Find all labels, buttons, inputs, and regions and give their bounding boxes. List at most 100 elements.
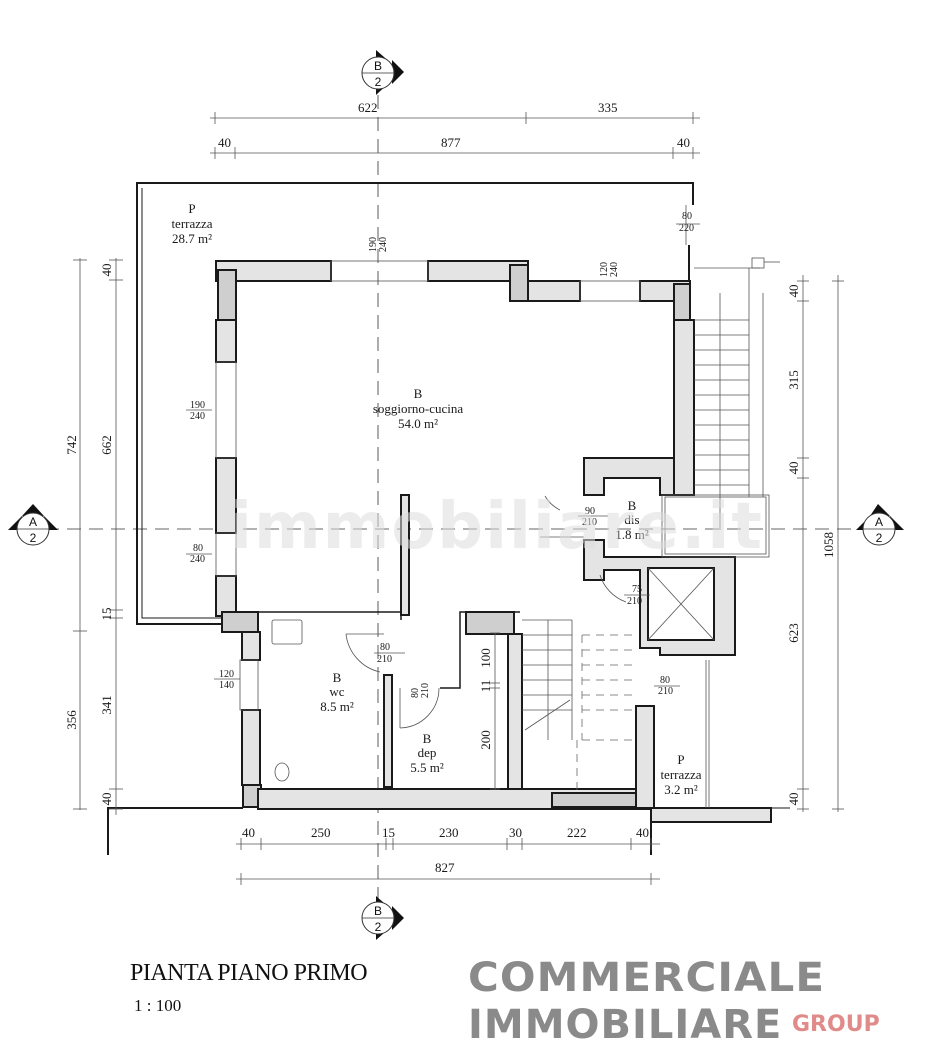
dep-dimensions: 100 11 200 (478, 632, 500, 790)
bottom-dimensions: 40 250 15 230 30 222 40 827 (236, 825, 660, 885)
svg-text:dis: dis (624, 512, 639, 527)
svg-text:2: 2 (30, 531, 37, 545)
dim-left-40-bottom: 40 (99, 793, 114, 806)
dim-right-40-mid: 40 (786, 462, 801, 475)
internal-stair (522, 619, 636, 795)
left-dimensions: 742 356 40 662 15 341 40 (64, 258, 123, 815)
opening-3-height: 220 (679, 223, 694, 234)
drawing-title: PIANTA PIANO PRIMO (130, 960, 368, 986)
room-dep: B dep 5.5 m² (410, 731, 444, 775)
svg-text:B: B (423, 731, 432, 746)
svg-text:28.7 m²: 28.7 m² (172, 231, 212, 246)
room-terrazza-small: P terrazza 3.2 m² (660, 752, 701, 797)
svg-text:B: B (374, 59, 382, 73)
section-marker-bottom: B 2 (361, 896, 404, 940)
room-soggiorno-cucina: B soggiorno-cucina 54.0 m² (373, 386, 463, 431)
dim-bottom-230: 230 (439, 825, 459, 840)
dim-bottom-40-right: 40 (636, 825, 649, 840)
svg-text:B: B (414, 386, 423, 401)
room-dis: B dis 1.8 m² (615, 498, 649, 542)
top-dimensions: 622 335 40 877 40 (210, 100, 700, 159)
svg-text:B: B (628, 498, 637, 513)
svg-text:1.8 m²: 1.8 m² (615, 527, 649, 542)
terrace-outline (136, 182, 694, 625)
dim-dep-100: 100 (478, 648, 493, 668)
opening-3-width: 80 (682, 211, 692, 222)
opening-9-width: 120 (219, 669, 234, 680)
dim-top-622: 622 (358, 100, 378, 115)
dim-bottom-827: 827 (435, 860, 455, 875)
svg-text:P: P (677, 752, 684, 767)
dim-left-40-top: 40 (99, 264, 114, 277)
opening-4-width: 190 (190, 400, 205, 411)
svg-text:8.5 m²: 8.5 m² (320, 699, 354, 714)
dim-top-335: 335 (598, 100, 618, 115)
walls (107, 260, 790, 855)
opening-6-height: 210 (582, 517, 597, 528)
dim-right-623: 623 (786, 623, 801, 643)
dim-right-40-bottom: 40 (786, 793, 801, 806)
svg-text:terrazza: terrazza (171, 216, 212, 231)
dim-right-1058: 1058 (821, 532, 836, 558)
dim-top-40-right: 40 (677, 135, 690, 150)
dim-dep-11: 11 (478, 680, 493, 693)
opening-1-height: 240 (378, 237, 389, 252)
drawing-scale: 1 : 100 (134, 996, 182, 1015)
svg-text:wc: wc (329, 684, 344, 699)
opening-7-width: 75 (632, 584, 642, 595)
opening-5-height: 240 (190, 554, 205, 565)
brand-logo-group: GROUP (792, 1012, 880, 1037)
svg-text:2: 2 (375, 75, 382, 89)
dim-bottom-15: 15 (382, 825, 395, 840)
section-marker-left: A 2 (8, 504, 58, 546)
dim-left-742: 742 (64, 435, 79, 455)
dim-bottom-250: 250 (311, 825, 331, 840)
svg-text:54.0 m²: 54.0 m² (398, 416, 438, 431)
bathroom-fixtures (271, 619, 303, 782)
dim-right-315: 315 (786, 370, 801, 390)
toilet-icon (274, 762, 290, 782)
door-swings (345, 495, 627, 729)
dim-top-877: 877 (441, 135, 461, 150)
opening-2-height: 240 (609, 262, 620, 277)
opening-11-width: 80 (410, 688, 421, 698)
opening-labels: 190 240 120 240 80 220 190 240 80 240 90… (186, 211, 700, 698)
dim-left-15: 15 (99, 608, 114, 621)
opening-1-width: 190 (368, 237, 379, 252)
opening-7-height: 210 (627, 596, 642, 607)
dim-dep-200: 200 (478, 730, 493, 750)
svg-text:dep: dep (418, 745, 437, 760)
svg-text:2: 2 (876, 531, 883, 545)
windows (215, 205, 687, 711)
external-stair (661, 257, 780, 558)
svg-text:A: A (875, 515, 883, 529)
svg-text:B: B (374, 904, 382, 918)
opening-6-width: 90 (585, 506, 595, 517)
section-marker-top: B 2 (361, 50, 404, 95)
svg-text:5.5 m²: 5.5 m² (410, 760, 444, 775)
room-terrazza-main: P terrazza 28.7 m² (171, 201, 212, 246)
watermark: immobiliare.it (230, 490, 764, 564)
opening-10-height: 210 (377, 654, 392, 665)
svg-text:B: B (333, 670, 342, 685)
section-marker-right: A 2 (856, 504, 904, 546)
sink-icon (271, 619, 303, 645)
room-wc: B wc 8.5 m² (320, 670, 354, 714)
brand-logo-line2: IMMOBILIARE (468, 1002, 783, 1048)
opening-8-height: 210 (658, 686, 673, 697)
opening-5-width: 80 (193, 543, 203, 554)
dim-left-341: 341 (99, 695, 114, 715)
dim-left-356: 356 (64, 710, 79, 730)
dim-left-662: 662 (99, 435, 114, 455)
svg-text:A: A (29, 515, 37, 529)
svg-text:2: 2 (375, 920, 382, 934)
svg-text:soggiorno-cucina: soggiorno-cucina (373, 401, 463, 416)
opening-11-height: 210 (420, 683, 431, 698)
opening-8-width: 80 (660, 675, 670, 686)
dim-bottom-30: 30 (509, 825, 522, 840)
opening-10-width: 80 (380, 642, 390, 653)
dim-bottom-222: 222 (567, 825, 587, 840)
dim-top-40-left: 40 (218, 135, 231, 150)
dim-bottom-40-left: 40 (242, 825, 255, 840)
